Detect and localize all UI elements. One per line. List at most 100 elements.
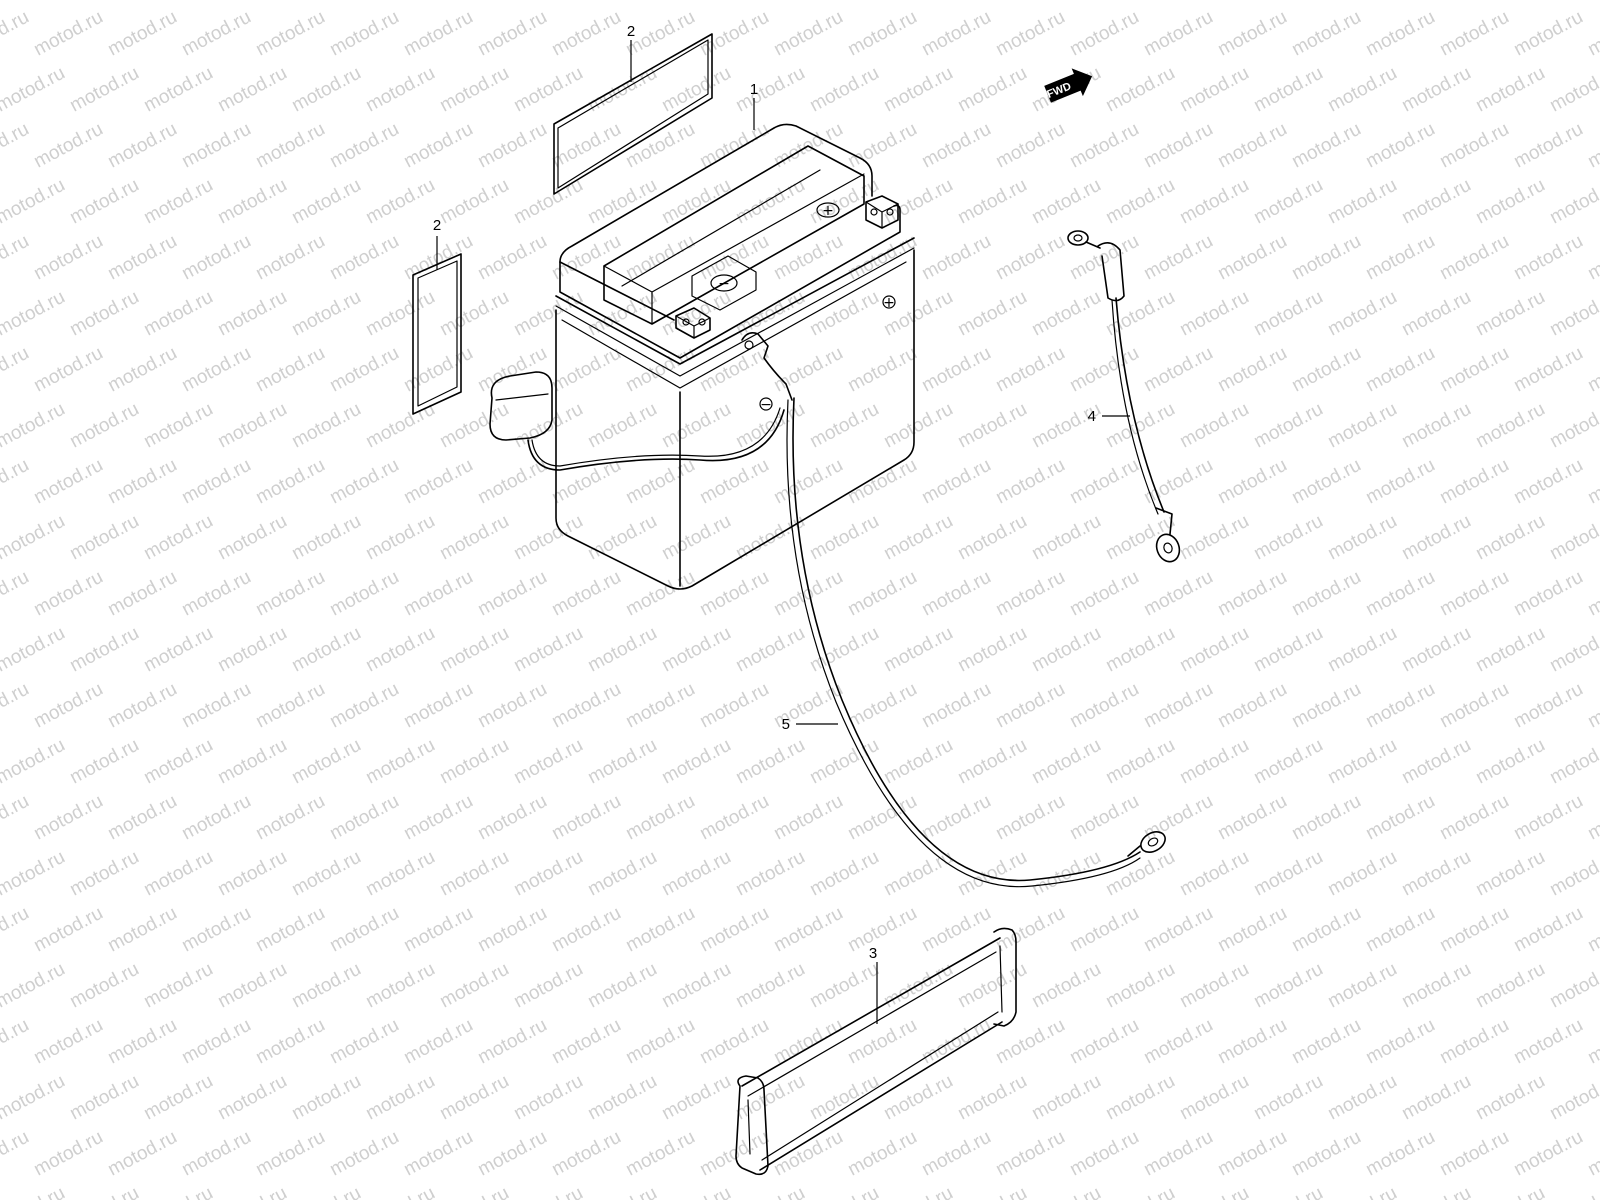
watermark-text: motod.ru <box>806 511 882 565</box>
watermark-text: motod.ru <box>1436 455 1512 509</box>
watermark-text: motod.ru <box>658 0 734 4</box>
watermark-text: motod.ru <box>0 1127 33 1181</box>
watermark-text: motod.ru <box>66 63 142 117</box>
watermark-text: motod.ru <box>326 1127 402 1181</box>
watermark-text: motod.ru <box>140 399 216 453</box>
watermark-text: motod.ru <box>844 455 920 509</box>
watermark-text: motod.ru <box>732 1183 808 1200</box>
watermark-text: motod.ru <box>252 7 328 61</box>
watermark-text: motod.ru <box>1140 119 1216 173</box>
watermark-text: motod.ru <box>140 175 216 229</box>
watermark-text: motod.ru <box>1140 679 1216 733</box>
watermark-text: motod.ru <box>400 455 476 509</box>
watermark-text: motod.ru <box>1288 1127 1364 1181</box>
watermark-text: motod.ru <box>1288 679 1364 733</box>
watermark-text: motod.ru <box>1362 1127 1438 1181</box>
watermark-text: motod.ru <box>104 7 180 61</box>
watermark-text: motod.ru <box>0 63 69 117</box>
watermark-text: motod.ru <box>696 1015 772 1069</box>
watermark-text: motod.ru <box>474 343 550 397</box>
watermark-text: motod.ru <box>1250 623 1326 677</box>
watermark-text: motod.ru <box>1546 1183 1600 1200</box>
watermark-text: motod.ru <box>1324 63 1400 117</box>
watermark-text: motod.ru <box>806 0 882 4</box>
watermark-text: motod.ru <box>362 959 438 1013</box>
watermark-text: motod.ru <box>584 1183 660 1200</box>
watermark-text: motod.ru <box>104 679 180 733</box>
watermark-text: motod.ru <box>770 903 846 957</box>
watermark-text: motod.ru <box>658 511 734 565</box>
watermark-text: motod.ru <box>1362 455 1438 509</box>
watermark-text: motod.ru <box>30 791 106 845</box>
watermark-text: motod.ru <box>844 1127 920 1181</box>
watermark-text: motod.ru <box>30 7 106 61</box>
watermark-text: motod.ru <box>1176 735 1252 789</box>
watermark-text: motod.ru <box>326 7 402 61</box>
watermark-text: motod.ru <box>66 175 142 229</box>
watermark-text: motod.ru <box>214 1071 290 1125</box>
watermark-text: motod.ru <box>1214 7 1290 61</box>
watermark-text: motod.ru <box>584 847 660 901</box>
watermark-text: motod.ru <box>1140 791 1216 845</box>
watermark-text: motod.ru <box>1250 511 1326 565</box>
watermark-text: motod.ru <box>1436 119 1512 173</box>
watermark-text: motod.ru <box>1472 175 1548 229</box>
watermark-text: motod.ru <box>288 63 364 117</box>
watermark-text: motod.ru <box>288 959 364 1013</box>
watermark-text: motod.ru <box>954 63 1030 117</box>
terminal-negative-symbol: − <box>718 276 730 292</box>
watermark-text: motod.ru <box>30 119 106 173</box>
watermark-text: motod.ru <box>66 511 142 565</box>
watermark-text: motod.ru <box>954 1071 1030 1125</box>
watermark-text: motod.ru <box>510 1183 586 1200</box>
watermark-text: motod.ru <box>954 511 1030 565</box>
watermark-text: motod.ru <box>622 231 698 285</box>
watermark-text: motod.ru <box>1398 0 1474 4</box>
watermark-text: motod.ru <box>1472 1183 1548 1200</box>
watermark-text: motod.ru <box>1362 791 1438 845</box>
watermark-text: motod.ru <box>1546 735 1600 789</box>
watermark-text: motod.ru <box>880 623 956 677</box>
watermark-text: motod.ru <box>1324 511 1400 565</box>
watermark-text: motod.ru <box>658 959 734 1013</box>
watermark-text: motod.ru <box>252 343 328 397</box>
watermark-text: motod.ru <box>622 1015 698 1069</box>
watermark-text: motod.ru <box>326 455 402 509</box>
watermark-text: motod.ru <box>474 1127 550 1181</box>
watermark-text: motod.ru <box>1250 175 1326 229</box>
watermark-text: motod.ru <box>954 959 1030 1013</box>
watermark-text: motod.ru <box>30 679 106 733</box>
cable-short <box>1067 230 1181 563</box>
watermark-text: motod.ru <box>214 623 290 677</box>
watermark-text: motod.ru <box>1028 1183 1104 1200</box>
watermark-text: motod.ru <box>1546 399 1600 453</box>
watermark-text: motod.ru <box>474 119 550 173</box>
watermark-text: motod.ru <box>1472 287 1548 341</box>
watermark-text: motod.ru <box>548 567 624 621</box>
watermark-text: motod.ru <box>0 231 33 285</box>
watermark-text: motod.ru <box>30 903 106 957</box>
watermark-text: motod.ru <box>1436 231 1512 285</box>
watermark-text: motod.ru <box>252 679 328 733</box>
watermark-text: motod.ru <box>0 791 33 845</box>
watermark-text: motod.ru <box>1584 791 1600 845</box>
watermark-text: motod.ru <box>1436 567 1512 621</box>
watermark-text: motod.ru <box>1436 343 1512 397</box>
watermark-text: motod.ru <box>584 511 660 565</box>
watermark-text: motod.ru <box>1066 1015 1142 1069</box>
watermark-text: motod.ru <box>1472 735 1548 789</box>
watermark-text: motod.ru <box>104 1127 180 1181</box>
watermark-text: motod.ru <box>104 903 180 957</box>
watermark-text: motod.ru <box>1398 1071 1474 1125</box>
watermark-text: motod.ru <box>1176 1183 1252 1200</box>
watermark-text: motod.ru <box>104 231 180 285</box>
watermark-text: motod.ru <box>770 7 846 61</box>
watermark-text: motod.ru <box>214 399 290 453</box>
watermark-text: motod.ru <box>214 0 290 4</box>
watermark-text: motod.ru <box>918 1015 994 1069</box>
watermark-text: motod.ru <box>252 567 328 621</box>
watermark-text: motod.ru <box>1546 1071 1600 1125</box>
watermark-text: motod.ru <box>1250 399 1326 453</box>
watermark-text: motod.ru <box>288 623 364 677</box>
watermark-text: motod.ru <box>178 7 254 61</box>
